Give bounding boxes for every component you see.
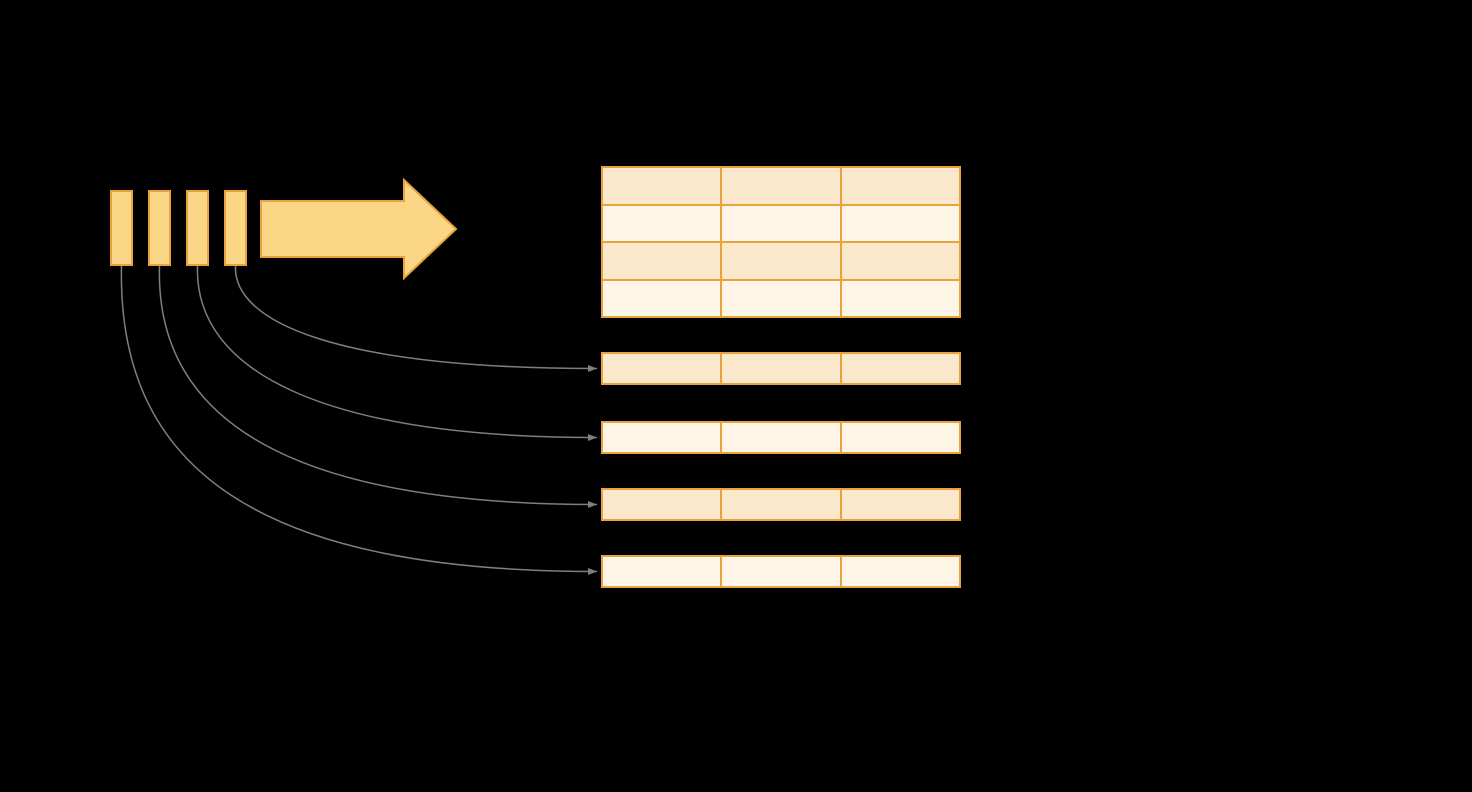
table-cell xyxy=(841,354,959,383)
source-bar xyxy=(186,190,209,266)
table-cell xyxy=(603,354,721,383)
table-cell xyxy=(841,168,959,204)
table-cell xyxy=(722,280,840,316)
main-table xyxy=(601,166,961,318)
source-bar xyxy=(148,190,171,266)
table-cell xyxy=(841,423,959,452)
connector-bar4-to-table1 xyxy=(234,265,598,372)
connector-bar3-to-table2 xyxy=(196,265,598,441)
table-cell xyxy=(722,490,840,519)
table-cell xyxy=(841,490,959,519)
table-cell xyxy=(603,490,721,519)
connector-bar1-to-table4 xyxy=(120,265,598,575)
source-bars-group xyxy=(110,190,247,266)
flow-arrow-icon xyxy=(260,177,458,281)
row-table-3 xyxy=(601,488,961,521)
table-cell xyxy=(603,168,721,204)
source-bar xyxy=(110,190,133,266)
table-cell xyxy=(722,168,840,204)
table-cell xyxy=(603,205,721,241)
table-cell xyxy=(841,557,959,586)
table-cell xyxy=(722,205,840,241)
row-table-4 xyxy=(601,555,961,588)
table-cell xyxy=(603,557,721,586)
table-cell xyxy=(722,423,840,452)
row-table-2 xyxy=(601,421,961,454)
row-table-1 xyxy=(601,352,961,385)
source-bar xyxy=(224,190,247,266)
table-cell xyxy=(722,354,840,383)
table-cell xyxy=(603,280,721,316)
table-cell xyxy=(841,243,959,279)
table-cell xyxy=(841,205,959,241)
connector-bar2-to-table3 xyxy=(158,265,598,508)
table-cell xyxy=(603,423,721,452)
table-cell xyxy=(722,557,840,586)
table-cell xyxy=(603,243,721,279)
table-cell xyxy=(841,280,959,316)
table-cell xyxy=(722,243,840,279)
